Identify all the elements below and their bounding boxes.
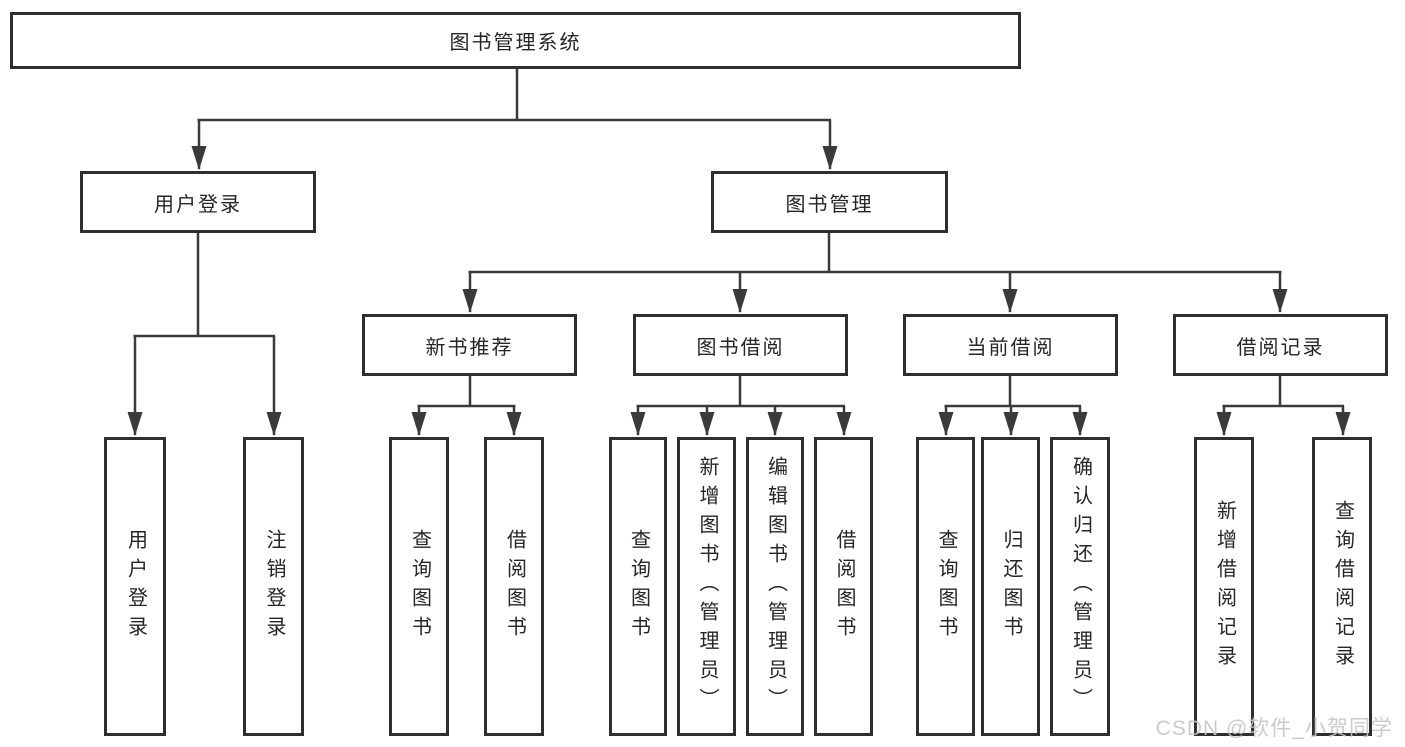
node-library-management-system: 图书管理系统 — [10, 12, 1021, 69]
leaf-query-books-borrow: 查询图书 — [609, 437, 667, 736]
node-label: 新增借阅记录 — [1213, 499, 1236, 674]
node-new-book-recommendation: 新书推荐 — [362, 314, 577, 376]
leaf-logout: 注销登录 — [243, 437, 304, 736]
node-label: 查询图书 — [627, 528, 650, 645]
node-label: 借阅记录 — [1236, 336, 1325, 359]
leaf-borrow-books-recommend: 借阅图书 — [484, 437, 544, 736]
node-label: 图书管理系统 — [449, 32, 582, 54]
leaf-query-books-current: 查询图书 — [916, 437, 975, 736]
node-borrowing-records: 借阅记录 — [1173, 314, 1388, 376]
node-label: 借阅图书 — [503, 528, 526, 645]
leaf-return-book: 归还图书 — [981, 437, 1040, 736]
node-label: 确认归还（管理员） — [1069, 456, 1092, 717]
node-label: 图书借阅 — [696, 336, 785, 359]
leaf-add-borrow-record: 新增借阅记录 — [1194, 437, 1254, 736]
node-label: 用户登录 — [124, 528, 147, 645]
node-label: 查询图书 — [935, 528, 957, 645]
leaf-borrow-books: 借阅图书 — [814, 437, 873, 736]
node-label: 用户登录 — [154, 193, 242, 216]
leaf-query-books-recommend: 查询图书 — [389, 437, 449, 736]
node-user-login: 用户登录 — [80, 171, 316, 233]
node-book-management: 图书管理 — [711, 171, 948, 233]
leaf-confirm-return-admin: 确认归还（管理员） — [1050, 437, 1110, 736]
node-label: 注销登录 — [263, 528, 285, 645]
node-label: 归还图书 — [1000, 528, 1022, 645]
node-label: 借阅图书 — [833, 528, 855, 645]
leaf-edit-book-admin: 编辑图书（管理员） — [746, 437, 804, 736]
node-label: 查询图书 — [408, 528, 431, 645]
node-label: 新增图书（管理员） — [696, 456, 718, 717]
node-label: 当前借阅 — [966, 336, 1055, 359]
node-label: 编辑图书（管理员） — [764, 456, 787, 717]
node-current-borrowing: 当前借阅 — [903, 314, 1118, 376]
node-label: 图书管理 — [785, 193, 874, 216]
leaf-add-book-admin: 新增图书（管理员） — [677, 437, 736, 736]
node-book-borrowing: 图书借阅 — [633, 314, 848, 376]
leaf-query-borrow-record: 查询借阅记录 — [1312, 437, 1372, 736]
node-label: 查询借阅记录 — [1331, 499, 1354, 674]
csdn-watermark: CSDN @软件_小贺同学 — [1155, 717, 1393, 740]
node-label: 新书推荐 — [425, 336, 514, 359]
leaf-user-login: 用户登录 — [104, 437, 166, 736]
